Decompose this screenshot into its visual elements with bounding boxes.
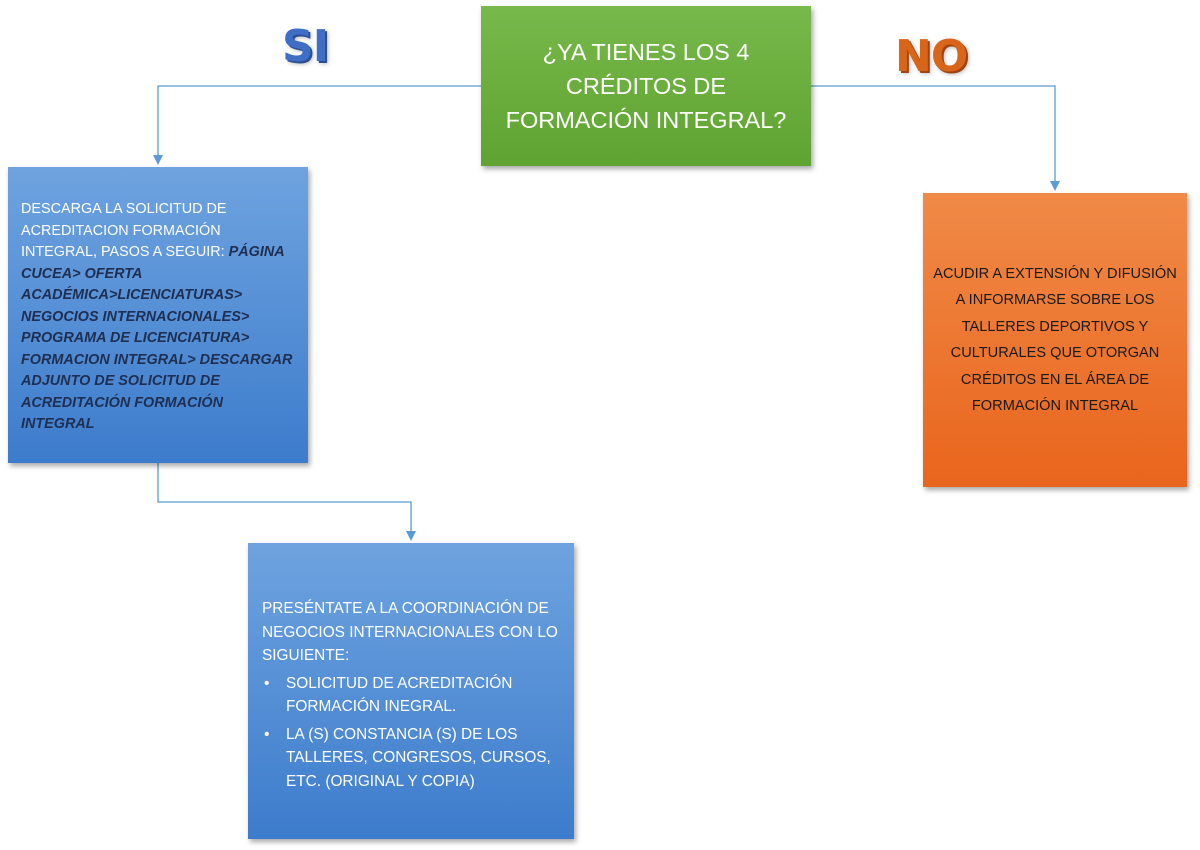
present-box: PRESÉNTATE A LA COORDINACIÓN DE NEGOCIOS… [248,543,574,839]
requirements-list: • SOLICITUD DE ACREDITACIÓN FORMACIÓN IN… [262,672,560,794]
question-text: ¿YA TIENES LOS 4 CRÉDITOS DE FORMACIÓN I… [505,39,787,133]
connector-question-to-no [811,85,1060,191]
requirement-text: LA (S) CONSTANCIA (S) DE LOS TALLERES, C… [286,725,551,790]
present-intro: PRESÉNTATE A LA COORDINACIÓN DE NEGOCIOS… [262,600,558,664]
connector-question-to-yes [153,85,481,165]
yes-download-steps: PÁGINA CUCEA> OFERTA ACADÉMICA>LICENCIAT… [21,244,293,432]
yes-download-intro: DESCARGA LA SOLICITUD DE ACREDITACION FO… [21,201,227,260]
bullet-icon: • [264,725,270,743]
requirement-text: SOLICITUD DE ACREDITACIÓN FORMACIÓN INEG… [286,674,513,716]
question-box: ¿YA TIENES LOS 4 CRÉDITOS DE FORMACIÓN I… [481,6,811,166]
yes-label: SI [282,21,329,72]
yes-download-box: DESCARGA LA SOLICITUD DE ACREDITACION FO… [8,167,308,463]
no-info-box: ACUDIR A EXTENSIÓN Y DIFUSIÓN A INFORMAR… [923,193,1187,487]
connector-yes-to-present [157,463,416,541]
requirement-item: • SOLICITUD DE ACREDITACIÓN FORMACIÓN IN… [262,672,560,719]
no-label: NO [895,31,968,82]
no-info-text: ACUDIR A EXTENSIÓN Y DIFUSIÓN A INFORMAR… [933,265,1177,415]
bullet-icon: • [264,674,270,692]
requirement-item: • LA (S) CONSTANCIA (S) DE LOS TALLERES,… [262,723,560,794]
